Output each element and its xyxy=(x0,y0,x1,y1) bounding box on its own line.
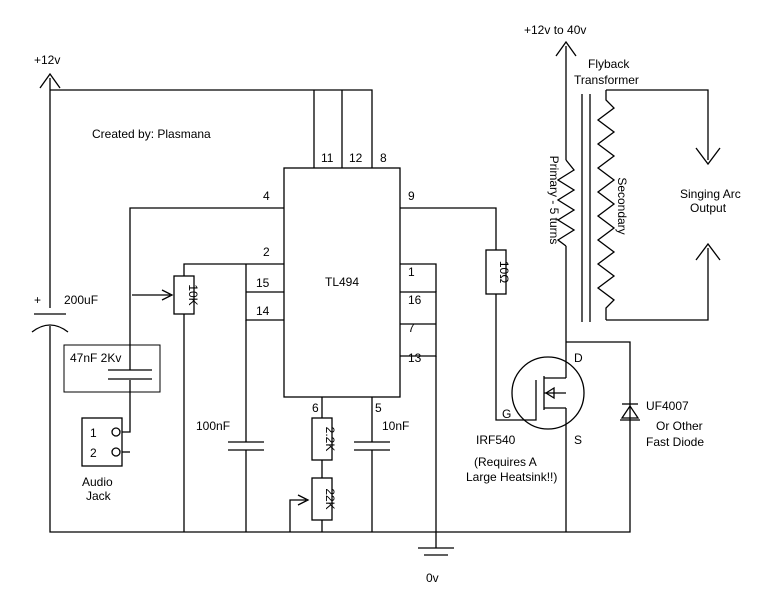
diode-note-line1: Or Other xyxy=(656,419,703,433)
diode-uf4007: UF4007 Or Other Fast Diode xyxy=(620,399,704,449)
mosfet-part-label: IRF540 xyxy=(476,433,516,447)
secondary-winding xyxy=(596,90,616,320)
pin4-wire xyxy=(117,207,284,433)
output-arrow-top xyxy=(695,147,721,166)
pot-22k-wiper-wire xyxy=(289,499,306,532)
pin-9-label: 9 xyxy=(408,189,415,203)
pin-6-label: 6 xyxy=(312,401,319,415)
ic-pin-labels: 11 12 8 4 9 2 1 15 14 16 7 13 6 5 xyxy=(256,151,422,415)
credit-label: Created by: Plasmana xyxy=(92,127,211,141)
ground-symbol xyxy=(418,547,454,556)
secondary-label: Secondary xyxy=(615,177,629,234)
cap-bulk-label: 200uF xyxy=(64,293,98,307)
pin-4-label: 4 xyxy=(263,189,270,203)
primary-label: Primary - 5 turns xyxy=(547,156,561,245)
pin-12-label: 12 xyxy=(349,151,363,165)
ground-label: 0v xyxy=(426,571,439,585)
pin16-7-13-wire xyxy=(400,291,437,357)
pin-15-label: 15 xyxy=(256,276,270,290)
output-label-line2: Output xyxy=(690,201,727,215)
cap-100n: 100nF xyxy=(196,419,264,451)
transformer-title-line2: Transformer xyxy=(574,73,639,87)
pin15-pin14-wire xyxy=(245,264,284,321)
mosfet-source-label: S xyxy=(574,433,582,447)
pin2-wire xyxy=(183,263,284,276)
transformer-title-line1: Flyback xyxy=(588,57,630,71)
pin-5-label: 5 xyxy=(375,401,382,415)
diode-part-label: UF4007 xyxy=(646,399,689,413)
vcc-bus-wire xyxy=(50,89,373,168)
jack-label-line2: Jack xyxy=(86,489,112,503)
mosfet-gate-label: G xyxy=(502,407,511,421)
mosfet-note-line1: (Requires A xyxy=(474,455,537,469)
pot-22k-label: 22K xyxy=(323,488,337,509)
res-2k2-label: 2.2K xyxy=(323,427,337,452)
pin-11-label: 11 xyxy=(321,151,334,165)
pot-22k: 22K xyxy=(311,477,337,521)
pin-1-label: 1 xyxy=(408,265,415,279)
pin1-ground-wire xyxy=(400,263,437,548)
cap-coupling-label: 47nF 2Kv xyxy=(70,351,121,365)
mosfet-irf540: G D S IRF540 (Requires A Large Heatsink!… xyxy=(466,351,585,484)
transformer-core xyxy=(581,94,591,322)
audio-jack: 1 2 Audio Jack xyxy=(81,417,123,503)
pin-13-label: 13 xyxy=(408,351,422,365)
cap-bulk-polarity: + xyxy=(34,293,41,307)
supply-hv-arrow xyxy=(555,40,577,57)
gate-resistor: 10Ω xyxy=(485,249,511,295)
pin9-wire xyxy=(400,207,518,421)
ic-label: TL494 xyxy=(325,275,359,289)
pin-16-label: 16 xyxy=(408,293,422,307)
diode-note-line2: Fast Diode xyxy=(646,435,704,449)
coupling-capacitor: 47nF 2Kv xyxy=(63,344,161,393)
pin-2-label: 2 xyxy=(263,245,270,259)
jack-pin1-label: 1 xyxy=(90,426,97,440)
mosfet-drain-label: D xyxy=(574,351,583,365)
supply-12v-arrow xyxy=(39,72,61,89)
cap-100n-label: 100nF xyxy=(196,419,230,433)
primary-winding xyxy=(556,159,576,247)
tl494-ic xyxy=(283,167,401,398)
pot-10k-label: 10K xyxy=(186,284,200,305)
bulk-capacitor: + 200uF xyxy=(31,293,98,333)
mosfet-note-line2: Large Heatsink!!) xyxy=(466,470,557,484)
secondary-output-wire xyxy=(606,89,709,321)
pin-7-label: 7 xyxy=(408,321,415,335)
supply-12v-rail xyxy=(49,78,631,533)
jack-label-line1: Audio xyxy=(82,475,113,489)
cap-10n: 10nF xyxy=(354,419,409,451)
flyback-transformer: Flyback Transformer Primary - 5 turns Se… xyxy=(547,57,741,322)
cap-10n-label: 10nF xyxy=(382,419,409,433)
pin-14-label: 14 xyxy=(256,304,270,318)
wiring xyxy=(39,40,721,556)
supply-hv-label: +12v to 40v xyxy=(524,23,586,37)
output-label-line1: Singing Arc xyxy=(680,187,741,201)
output-arrow-bottom xyxy=(695,242,721,261)
jack-pin2-label: 2 xyxy=(90,446,97,460)
resistor-2k2: 2.2K xyxy=(311,417,337,461)
pot-10k: 10K xyxy=(173,275,200,315)
pin-8-label: 8 xyxy=(380,151,387,165)
res-gate-label: 10Ω xyxy=(497,261,511,283)
supply-12v-label: +12v xyxy=(34,53,60,67)
